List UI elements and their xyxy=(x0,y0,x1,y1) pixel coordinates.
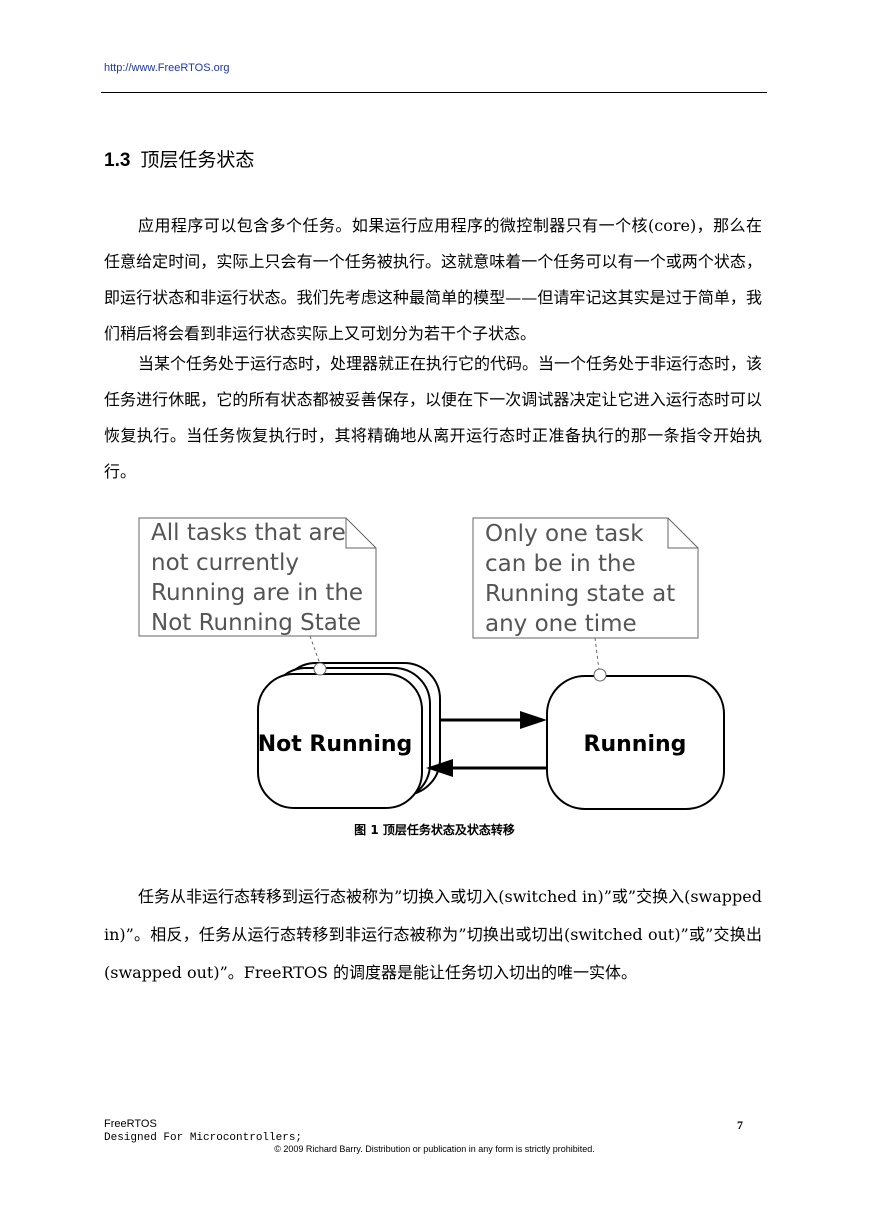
note-left-line: Not Running State xyxy=(151,610,361,636)
connector-right xyxy=(594,637,600,671)
arrow-switch-in xyxy=(440,711,547,729)
state-running: Running xyxy=(546,675,725,810)
section-title: 1.3 顶层任务状态 xyxy=(104,145,254,172)
note-right-line: can be in the xyxy=(485,551,636,577)
svg-text:All tasks that are not c: All tasks that are not currently Running… xyxy=(151,520,370,636)
svg-text:Only one task can be in: Only one task can be in the Running stat… xyxy=(485,521,683,637)
note-right: Only one task can be in the Running stat… xyxy=(472,517,699,639)
paragraph-1: 应用程序可以包含多个任务。如果运行应用程序的微控制器只有一个核(core)，那么… xyxy=(104,216,762,343)
note-right-line: Only one task xyxy=(485,521,644,547)
state-running-label: Running xyxy=(584,732,687,757)
figure-caption: 图 1 顶层任务状态及状态转移 xyxy=(354,823,515,837)
page-number: 7 xyxy=(737,1118,743,1132)
state-not-running: Not Running xyxy=(257,662,441,809)
footer-copyright: © 2009 Richard Barry. Distribution or pu… xyxy=(274,1144,595,1154)
footer-brand: FreeRTOS xyxy=(104,1118,157,1130)
state-not-running-label: Not Running xyxy=(258,732,413,757)
paragraph-2: 当某个任务处于运行态时，处理器就正在执行它的代码。当一个任务处于非运行态时，该任… xyxy=(104,354,763,481)
anchor-left xyxy=(313,662,327,676)
paragraph-3: 任务从非运行态转移到运行态被称为”切换入或切入(switched in)”或”交… xyxy=(104,887,762,982)
note-right-line: any one time xyxy=(485,611,637,637)
anchor-right xyxy=(593,668,607,682)
note-left: All tasks that are not currently Running… xyxy=(138,517,377,637)
section-number: 1.3 xyxy=(104,150,131,171)
note-right-line: Running state at xyxy=(485,581,675,607)
note-left-line: not currently xyxy=(151,550,299,576)
note-left-line: All tasks that are xyxy=(151,520,346,546)
note-left-line: Running are in the xyxy=(151,580,363,606)
arrow-switch-out xyxy=(426,759,547,777)
section-title-text: 顶层任务状态 xyxy=(140,149,255,171)
header-rule xyxy=(101,92,767,93)
state-diagram: All tasks that are not currently Running… xyxy=(138,517,725,810)
header-url[interactable]: http://www.FreeRTOS.org xyxy=(104,62,230,74)
connector-left xyxy=(309,635,321,665)
footer-tagline: Designed For Microcontrollers; xyxy=(104,1132,303,1144)
